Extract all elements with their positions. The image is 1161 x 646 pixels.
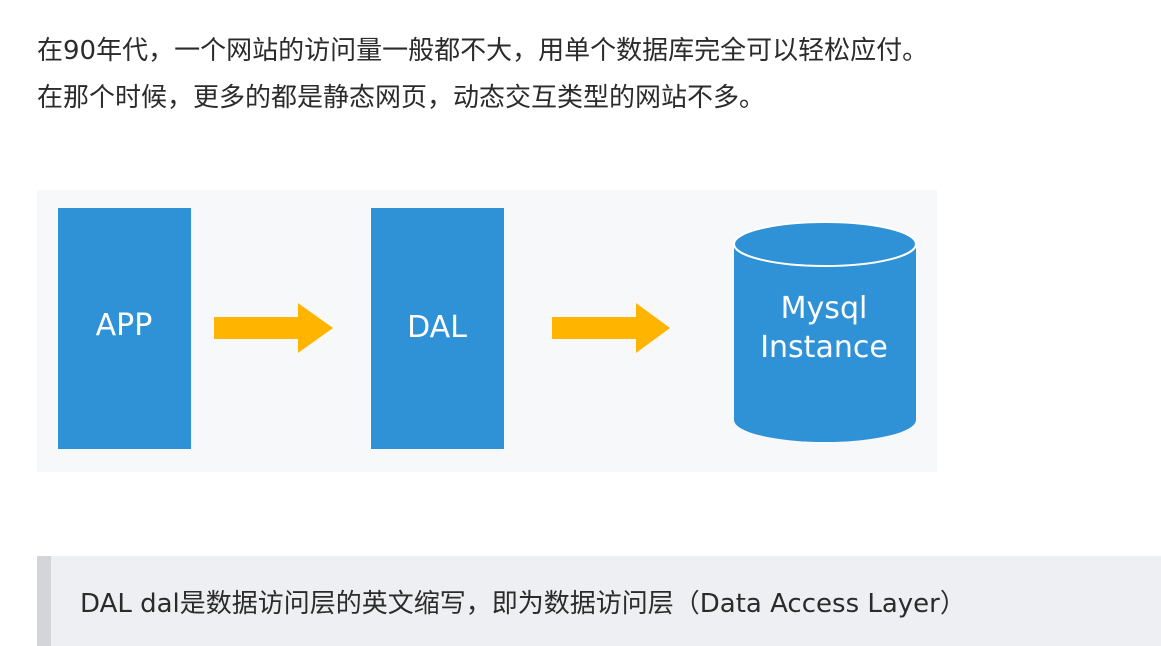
db-label-line-1: Mysql (781, 291, 868, 326)
arrow-app-to-dal (214, 303, 333, 353)
note-blockquote: DAL dal是数据访问层的英文缩写，即为数据访问层（Data Access L… (37, 556, 1161, 646)
app-label: APP (96, 308, 153, 343)
db-label-line-2: Instance (760, 330, 888, 365)
note-text: DAL dal是数据访问层的英文缩写，即为数据访问层（Data Access L… (80, 589, 966, 619)
architecture-diagram: APP DAL Mysql Instance (37, 190, 937, 472)
intro-paragraph: 在90年代，一个网站的访问量一般都不大，用单个数据库完全可以轻松应付。 在那个时… (37, 28, 1137, 122)
arrow-dal-to-db (552, 303, 670, 353)
app-box (58, 208, 191, 449)
intro-line-2: 在那个时候，更多的都是静态网页，动态交互类型的网站不多。 (37, 83, 766, 113)
intro-line-1: 在90年代，一个网站的访问量一般都不大，用单个数据库完全可以轻松应付。 (37, 36, 929, 66)
dal-box (371, 208, 504, 449)
mysql-database-icon (733, 221, 917, 442)
dal-label: DAL (407, 310, 467, 345)
